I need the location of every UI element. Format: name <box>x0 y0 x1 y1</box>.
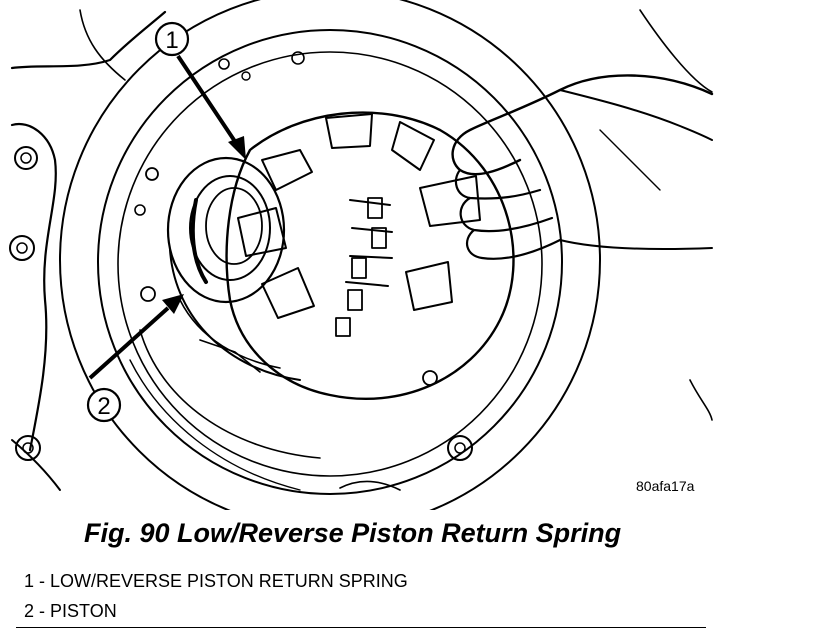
callout-1: 1 <box>154 21 246 160</box>
callout-1-arrowhead <box>228 136 246 160</box>
technical-illustration: 1 2 <box>9 0 714 510</box>
legend-item: 1 - LOW/REVERSE PISTON RETURN SPRING <box>24 571 408 591</box>
callout-2-arrowhead <box>162 294 184 314</box>
divider <box>16 627 706 628</box>
legend-item: 2 - PISTON <box>24 601 117 621</box>
figure-caption: Fig. 90 Low/Reverse Piston Return Spring <box>84 518 622 548</box>
legend-list: 1 - LOW/REVERSE PISTON RETURN SPRING 2 -… <box>24 566 408 626</box>
transmission-case-drawing: 1 2 <box>9 0 714 510</box>
callout-2-label: 2 <box>97 393 110 420</box>
callout-1-label: 1 <box>165 27 178 54</box>
image-code: 80afa17a <box>636 478 695 494</box>
callout-2: 2 <box>86 294 184 423</box>
